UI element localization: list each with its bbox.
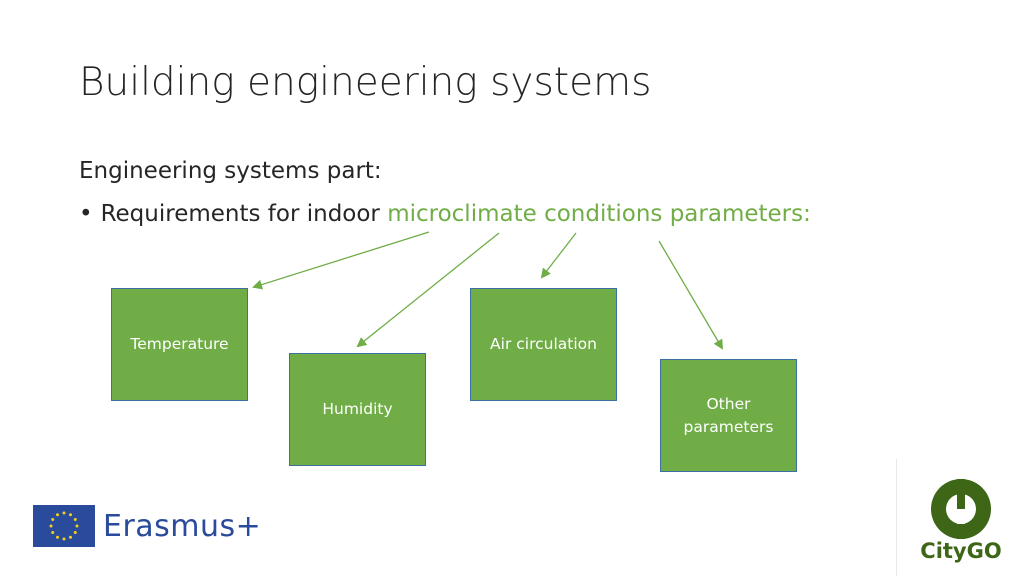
bullet-prefix: Requirements for indoor (100, 201, 388, 227)
eu-star-icon (73, 518, 77, 521)
node-label: Humidity (322, 400, 393, 418)
erasmus-label: Erasmus+ (103, 508, 262, 544)
arrow-to-temperature (252, 231, 430, 290)
bullet-item: • Requirements for indoor microclimate co… (79, 201, 811, 227)
slide-title: Building engineering systems (79, 60, 652, 105)
bullet-dot-icon: • (79, 201, 93, 227)
eu-stars-icon (49, 511, 79, 541)
node-label: Temperature (130, 335, 229, 353)
eu-star-icon (62, 511, 66, 515)
eu-star-icon (49, 524, 53, 528)
node-label: Air circulation (490, 335, 597, 353)
eu-star-icon (56, 513, 59, 517)
eu-star-icon (75, 524, 79, 528)
eu-star-icon (69, 535, 72, 539)
arrow-to-air (540, 232, 577, 279)
node-humidity: Humidity (289, 353, 426, 466)
node-air-circulation: Air circulation (470, 288, 617, 401)
eu-star-icon (73, 531, 77, 534)
citygo-label: CityGO (920, 539, 1002, 563)
node-other-parameters: Other parameters (660, 359, 797, 472)
arrow-to-other (658, 240, 724, 350)
citygo-logo-icon (931, 479, 991, 539)
node-label: Other parameters (683, 394, 774, 436)
bullet-highlight: microclimate conditions parameters: (387, 201, 811, 227)
node-temperature: Temperature (111, 288, 248, 401)
eu-star-icon (69, 513, 72, 517)
eu-star-icon (56, 535, 59, 539)
eu-flag-icon (33, 505, 95, 547)
erasmus-logo: Erasmus+ (33, 505, 261, 547)
slide-subtitle: Engineering systems part: (79, 158, 382, 184)
eu-star-icon (51, 531, 55, 534)
arrow-to-humidity (356, 232, 500, 348)
eu-star-icon (51, 518, 55, 521)
citygo-logo: CityGO (896, 459, 1024, 576)
eu-star-icon (62, 537, 66, 541)
